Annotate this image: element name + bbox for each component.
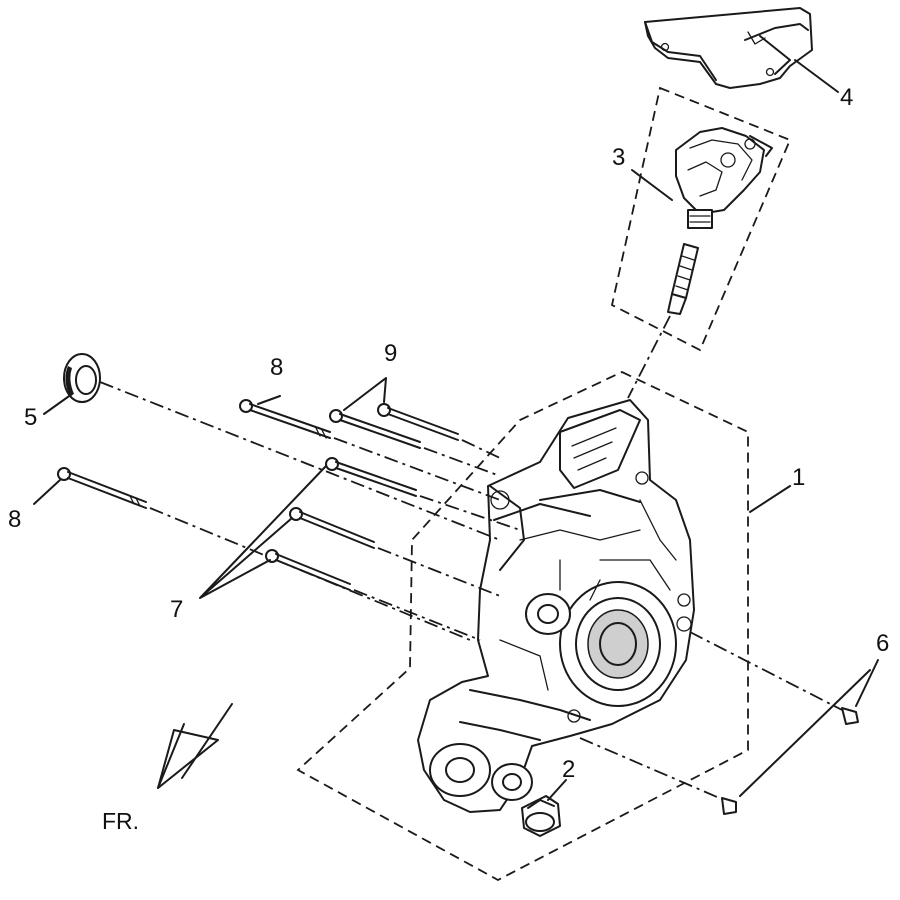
leader-line-8-lower <box>33 479 61 505</box>
leader-line-9 <box>343 377 387 411</box>
callout-4: 4 <box>840 84 854 111</box>
leader-line-5 <box>43 393 73 415</box>
collar-part-2 <box>521 795 561 837</box>
bolt-7-c <box>265 549 351 591</box>
callout-2: 2 <box>562 756 576 783</box>
bolt-8-upper <box>239 399 331 439</box>
bolt-9-a <box>329 409 421 449</box>
callout-3: 3 <box>612 144 626 171</box>
axis-line-sensor <box>627 315 671 399</box>
axis-line-bolt-9-b <box>461 439 501 459</box>
leader-line-8-upper <box>257 395 281 405</box>
leader-line-1 <box>749 485 791 513</box>
bolt-7-a <box>325 457 417 497</box>
front-direction-arrow <box>157 703 233 789</box>
callout-9: 9 <box>384 340 398 367</box>
callout-8-upper: 8 <box>270 354 284 381</box>
callout-1: 1 <box>792 464 806 491</box>
sensor-part-3 <box>610 86 792 352</box>
leader-line-4 <box>794 59 839 93</box>
callout-8-lower: 8 <box>8 506 22 533</box>
bolt-7-b <box>289 507 375 549</box>
leader-line-6 <box>739 659 879 797</box>
leader-line-3 <box>631 169 673 201</box>
axis-line-bolt-8-upper <box>333 437 501 501</box>
leader-line-7 <box>199 465 327 599</box>
axis-line-dowel-a <box>689 631 847 713</box>
axis-line-bolt-7-c <box>353 589 481 641</box>
part-1-outline <box>296 371 749 882</box>
callout-6: 6 <box>876 630 890 657</box>
dowel-pins-part-6 <box>579 631 859 815</box>
bolt-8-lower <box>57 467 147 509</box>
leader-line-2 <box>547 779 567 801</box>
axis-line-seal <box>99 381 501 541</box>
callout-7: 7 <box>170 596 184 623</box>
axis-line-bolt-7-a <box>419 495 521 531</box>
axis-line-bolt-9-a <box>423 447 501 477</box>
bracket-part-4 <box>644 7 813 89</box>
oil-seal-part-5 <box>63 353 101 403</box>
axis-line-dowel-b <box>579 737 725 801</box>
bolt-9-b <box>377 403 459 441</box>
crankcase-part-1 <box>417 399 695 813</box>
axis-line-bolt-7-b <box>377 547 501 597</box>
bolts <box>57 399 521 641</box>
front-direction-label: FR. <box>102 808 140 834</box>
callout-5: 5 <box>24 404 38 431</box>
